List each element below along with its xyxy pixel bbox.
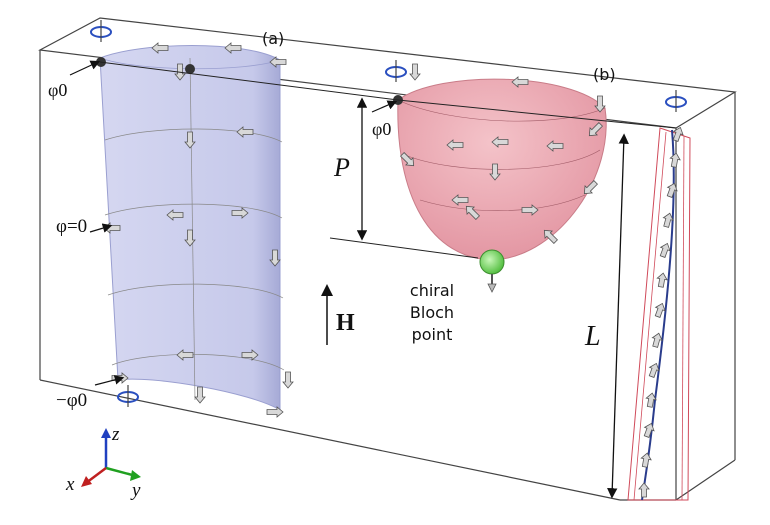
spin-arrow-icon <box>266 406 284 418</box>
panel-b-label: (b) <box>593 65 616 84</box>
spin-arrow-icon <box>184 229 196 247</box>
phi-pointers <box>69 60 398 386</box>
paraboloid-skyrmion <box>393 78 607 261</box>
spin-arrow-icon <box>224 42 242 54</box>
phi-zero-label: φ=0 <box>56 216 87 237</box>
spin-arrow-icon <box>643 422 655 438</box>
spin-arrow-icon <box>669 152 681 168</box>
phi0-top-label: φ0 <box>48 80 67 100</box>
spin-arrow-icon <box>594 95 606 113</box>
spin-arrow-icon <box>241 349 259 361</box>
panel-a-label: (a) <box>262 29 284 48</box>
spin-arrow-icon <box>662 212 674 228</box>
spin-arrows <box>103 42 684 498</box>
spin-arrow-icon <box>166 209 184 221</box>
cylinder-skyrmion <box>96 45 285 411</box>
spin-arrow-icon <box>511 76 529 88</box>
bloch-label-line2: Bloch <box>410 303 454 322</box>
spin-arrow-icon <box>659 242 671 258</box>
spin-arrow-icon <box>194 386 206 404</box>
spin-arrow-icon <box>654 302 666 318</box>
rotation-arrow-icon <box>90 20 112 42</box>
spin-arrow-icon <box>151 42 169 54</box>
axis-x-label: x <box>65 474 75 495</box>
spin-arrow-icon <box>521 204 539 216</box>
spin-arrow-icon <box>400 152 415 167</box>
spin-arrow-icon <box>451 194 469 206</box>
spin-arrow-icon <box>176 349 194 361</box>
spin-arrow-icon <box>269 249 281 267</box>
axis-y-label: y <box>130 480 141 501</box>
bloch-point <box>479 249 505 293</box>
rotation-arrow-icon <box>665 90 687 112</box>
spin-arrow-icon <box>638 482 650 498</box>
rotation-markers <box>90 20 687 407</box>
spin-arrow-icon <box>236 126 254 138</box>
minus-phi0-label: −φ0 <box>56 390 87 411</box>
bloch-label-line1: chiral <box>410 281 454 300</box>
spin-arrow-icon <box>491 136 509 148</box>
l-label: L <box>584 321 601 352</box>
spin-arrow-icon <box>184 131 196 149</box>
phi0-mid-label: φ0 <box>372 119 391 139</box>
spin-arrow-icon <box>651 332 663 348</box>
guide-lines <box>99 61 677 259</box>
spin-arrow-icon <box>672 126 684 142</box>
spin-arrow-icon <box>465 205 480 220</box>
spin-arrow-icon <box>640 452 652 468</box>
rotation-arrow-icon <box>117 385 139 407</box>
coordinate-axes-icon <box>81 428 141 487</box>
spin-arrow-icon <box>648 362 660 378</box>
spin-arrow-icon <box>546 140 564 152</box>
spin-arrow-icon <box>543 229 558 244</box>
spin-arrow-icon <box>231 207 249 219</box>
axis-z-label: z <box>111 424 120 445</box>
l-dimension <box>607 133 629 499</box>
spin-arrow-icon <box>282 371 294 389</box>
spin-arrow-icon <box>489 163 501 181</box>
p-label: P <box>333 153 350 182</box>
spin-arrow-icon <box>588 122 603 137</box>
h-label: H <box>336 310 355 336</box>
spin-arrow-icon <box>656 272 668 288</box>
spin-arrow-icon <box>409 63 421 81</box>
spin-arrow-icon <box>446 139 464 151</box>
spin-arrow-icon <box>583 180 598 195</box>
spin-arrow-icon <box>645 392 657 408</box>
spin-arrow-icon <box>666 182 678 198</box>
rotation-arrow-icon <box>385 60 407 82</box>
bloch-label-line3: point <box>412 325 453 344</box>
spin-arrow-icon <box>269 56 287 68</box>
